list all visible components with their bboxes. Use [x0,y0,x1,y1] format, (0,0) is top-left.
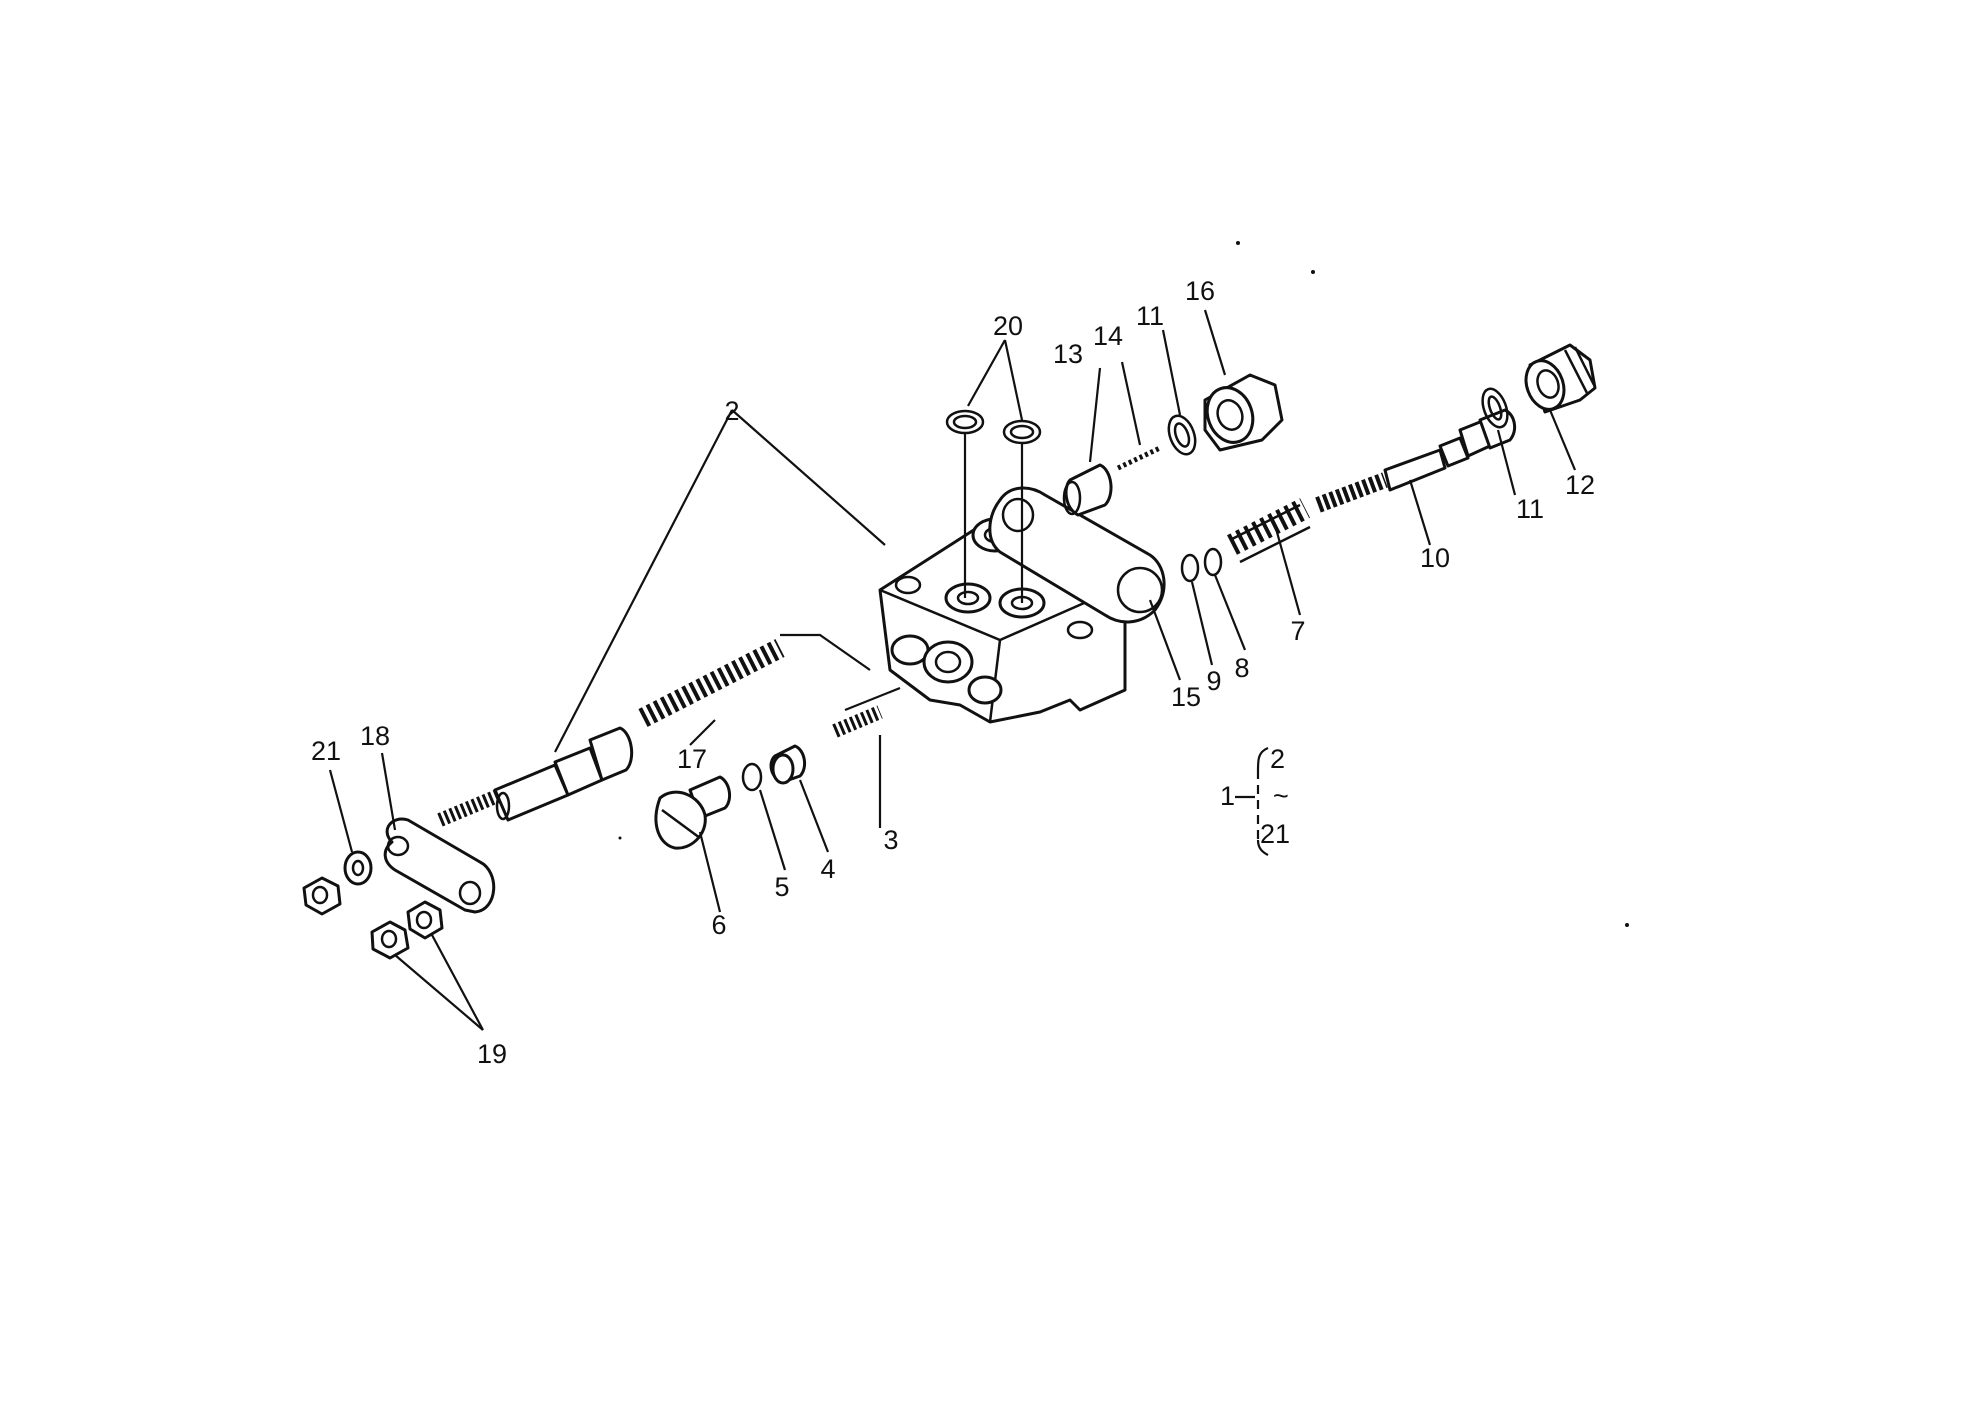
leader-lines [328,309,1577,1031]
nut-19-left [370,920,410,960]
ring-9 [1180,553,1200,583]
callout-18: 18 [360,721,390,751]
spring-14 [1116,445,1162,471]
callout-6: 6 [711,910,726,940]
assembly-legend: 1 2 ~ 21 [1220,744,1290,856]
plunger-13 [1062,463,1113,517]
nut-21 [302,876,342,916]
stem-10 [1315,408,1517,513]
o-ring-20-right [1002,419,1042,445]
callout-12: 12 [1565,470,1595,500]
link-plate-18 [383,817,496,914]
callout-labels: 2 3 4 5 6 7 8 9 10 11 11 12 13 14 15 16 … [311,276,1595,1069]
callout-19: 19 [477,1039,507,1069]
spring-3 [832,705,883,738]
plunger-4 [769,744,807,785]
plug-12 [1524,343,1597,414]
callout-3: 3 [883,825,898,855]
spring-7 [1227,498,1311,564]
washer-11-lower [1481,387,1509,429]
gasket [988,486,1166,624]
washer-11-upper [1167,414,1197,456]
callout-13: 13 [1053,339,1083,369]
callout-8: 8 [1234,653,1249,683]
o-ring-20-left [945,409,985,435]
callout-5: 5 [774,872,789,902]
callout-4: 4 [820,854,835,884]
legend-range: ~ [1273,781,1289,811]
legend-from: 2 [1270,744,1285,774]
callout-2: 2 [724,396,739,426]
callout-16: 16 [1185,276,1215,306]
callout-14: 14 [1093,321,1123,351]
callout-7: 7 [1290,616,1305,646]
nut-19-right [406,900,444,940]
callout-10: 10 [1420,543,1450,573]
callout-20: 20 [993,311,1023,341]
plug-16 [1203,373,1284,452]
ring-5 [741,762,763,792]
legend-to: 21 [1260,819,1290,849]
callout-11-lower: 11 [1516,494,1544,524]
callout-15: 15 [1171,682,1201,712]
washer-21 [343,850,373,886]
spring-17 [638,639,785,727]
screw-6 [654,775,732,850]
spool-2 [437,726,634,827]
ring-8 [1203,547,1223,577]
callout-9: 9 [1206,666,1221,696]
callout-17: 17 [677,744,707,774]
callout-21: 21 [311,736,341,766]
callout-11-upper: 11 [1136,301,1164,331]
legend-assembly: 1 [1220,781,1235,811]
